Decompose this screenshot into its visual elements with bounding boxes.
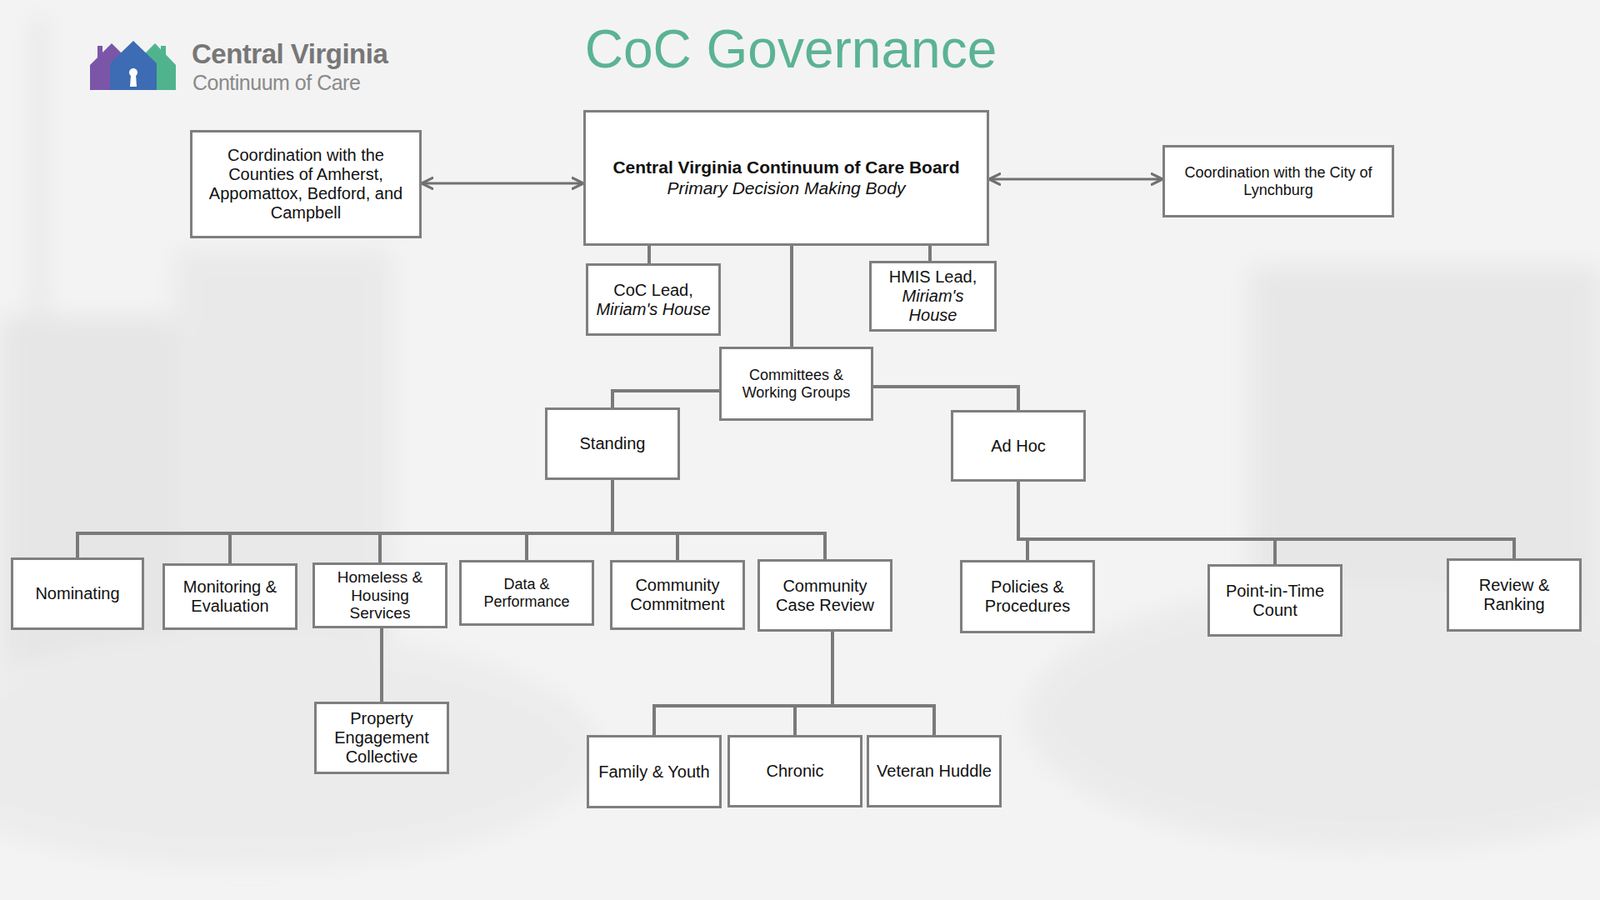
org-box: Monitoring & Evaluation (162, 563, 298, 630)
org-box: Point-in-Time Count (1207, 564, 1343, 637)
org-box: Family & Youth (586, 735, 722, 809)
box-text: Coordination with the Counties of Amhers… (200, 145, 412, 223)
connector-line (928, 245, 932, 261)
box-text: HMIS Lead, (889, 267, 978, 287)
connector-line (873, 386, 1019, 410)
connector-line (795, 631, 833, 735)
org-box: Homeless & Housing Services (312, 562, 448, 629)
org-box: Coordination with the City of Lynchburg (1162, 145, 1395, 218)
connector-line (647, 245, 651, 264)
connector-line (612, 480, 825, 560)
connector-line (380, 628, 384, 702)
org-box: Policies & Procedures (960, 560, 1095, 634)
connector-line (526, 480, 613, 560)
tree-shape (0, 633, 600, 867)
org-box: Community Case Review (757, 559, 893, 632)
box-text: Data & Performance (469, 575, 585, 610)
logo-text: Continuum of Care (192, 70, 360, 95)
connector-line (612, 390, 720, 408)
connector-line (989, 178, 1163, 181)
box-text: Chronic (766, 761, 825, 781)
org-box: HMIS Lead,Miriam's House (869, 260, 997, 332)
logo-text: Central Virginia (191, 38, 388, 70)
connector-line (230, 480, 613, 564)
org-box: CoC Lead,Miriam's House (585, 263, 721, 336)
box-text: Review & Ranking (1456, 575, 1572, 615)
connector-line (1018, 481, 1515, 559)
org-box: Nominating (10, 557, 145, 630)
box-text: Central Virginia Continuum of Care Board (612, 157, 960, 178)
org-box: Community Commitment (610, 560, 745, 630)
tower-shape (33, 16, 45, 334)
box-text: Nominating (35, 584, 120, 604)
org-box: Review & Ranking (1446, 558, 1582, 632)
box-text: Policies & Procedures (970, 577, 1085, 616)
box-text: Committees & Working Groups (729, 366, 864, 401)
org-box: Standing (545, 407, 680, 480)
connector-line (380, 480, 613, 563)
box-text: Primary Decision Making Body (667, 178, 906, 199)
org-box: Central Virginia Continuum of Care Board… (583, 110, 990, 246)
logo-chimney (97, 45, 103, 58)
box-text: Veteran Huddle (876, 761, 992, 781)
logo-house (110, 40, 157, 90)
org-box: Coordination with the Counties of Amhers… (190, 130, 422, 239)
connector-line (654, 631, 833, 735)
box-text: Homeless & Housing Services (322, 568, 438, 624)
connector-line (77, 480, 613, 558)
box-text: Community Commitment (620, 575, 735, 615)
logo-icon (90, 40, 176, 90)
box-text: Community Case Review (767, 576, 883, 615)
box-text: CoC Lead, (613, 280, 694, 300)
org-box: Chronic (727, 735, 863, 808)
connector-line (421, 182, 584, 185)
box-text: Monitoring & Evaluation (172, 577, 288, 616)
logo-keyhole (130, 75, 137, 87)
box-text: Point-in-Time Count (1217, 581, 1333, 620)
org-box: Data & Performance (459, 560, 595, 626)
box-text: Property Engagement Collective (324, 709, 440, 767)
connector-line (832, 631, 935, 735)
org-box: Veteran Huddle (866, 735, 1002, 808)
box-text: Miriam's House (595, 300, 710, 320)
connector-line (790, 245, 794, 347)
box-text: Coordination with the City of Lynchburg (1172, 164, 1385, 199)
org-box: Property Engagement Collective (314, 701, 450, 775)
logo-chimney (160, 45, 166, 58)
diagram-title: CoC Governance (540, 18, 1041, 80)
box-text: Miriam's House (879, 286, 987, 325)
box-text: Family & Youth (598, 762, 710, 782)
org-box: Ad Hoc (950, 410, 1086, 482)
box-text: Ad Hoc (990, 436, 1046, 456)
box-text: Standing (580, 434, 646, 454)
background-photo (0, 16, 1600, 867)
org-box: Committees & Working Groups (719, 346, 874, 421)
connector-line (612, 480, 678, 560)
connector-line (1018, 481, 1275, 565)
